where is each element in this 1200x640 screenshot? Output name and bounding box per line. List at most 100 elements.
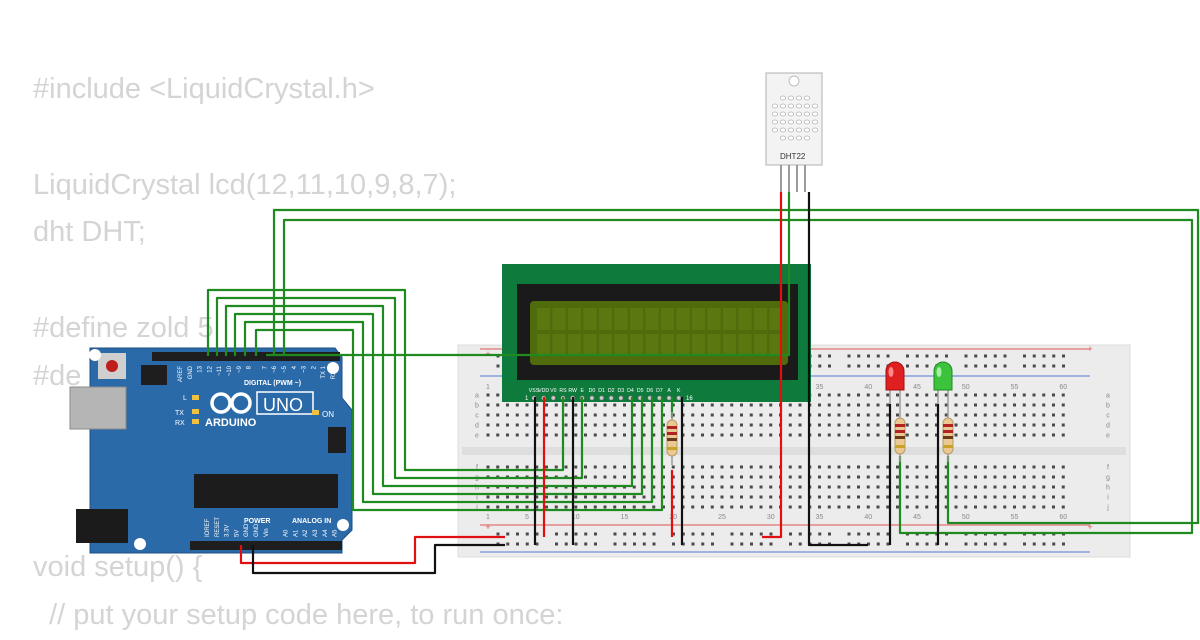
breadboard-hole xyxy=(1022,423,1026,427)
breadboard-hole xyxy=(935,465,938,469)
breadboard-hole xyxy=(769,413,773,417)
breadboard-hole xyxy=(964,485,968,489)
tx-label: TX xyxy=(175,410,184,417)
rail-hole xyxy=(691,532,695,536)
dht22-vent xyxy=(780,95,787,101)
breadboard-hole xyxy=(974,413,977,417)
lcd-pin-label: E xyxy=(581,388,585,394)
lcd-pin-label: D3 xyxy=(618,388,625,394)
rail-hole xyxy=(1062,364,1065,368)
breadboard-hole xyxy=(983,423,987,427)
rail-hole xyxy=(906,364,909,368)
rail-hole xyxy=(847,364,851,368)
lcd-pin-label: V0 xyxy=(550,388,556,394)
breadboard-hole xyxy=(886,433,890,437)
breadboard-hole xyxy=(701,475,704,479)
breadboard-hole xyxy=(545,465,548,469)
resistor-green-band-2 xyxy=(943,430,953,433)
breadboard-hole xyxy=(974,495,977,499)
breadboard-hole xyxy=(759,433,763,437)
breadboard-hole xyxy=(506,433,509,437)
breadboard-hole xyxy=(847,433,851,437)
breadboard-hole xyxy=(798,505,802,509)
breadboard-hole xyxy=(623,403,626,407)
breadboard-hole xyxy=(642,465,646,469)
breadboard-hole xyxy=(954,403,958,407)
rail-hole xyxy=(730,542,734,546)
rail-plus-label: + xyxy=(1087,522,1092,532)
breadboard-hole xyxy=(613,433,617,437)
led-green-glint xyxy=(936,367,942,377)
breadboard-hole xyxy=(964,495,968,499)
breadboard-hole xyxy=(896,495,899,499)
breadboard-hole xyxy=(710,423,714,427)
digital-pin-label: ~3 xyxy=(302,365,308,373)
breadboard-hole xyxy=(1013,505,1016,509)
lcd-pin-label: D0 xyxy=(589,388,596,394)
breadboard-hole xyxy=(915,393,919,397)
breadboard-hole xyxy=(983,485,987,489)
breadboard-hole xyxy=(642,485,646,489)
rail-hole xyxy=(828,532,831,536)
breadboard-hole xyxy=(837,433,841,437)
breadboard-hole xyxy=(847,505,851,509)
rail-hole xyxy=(506,532,510,536)
resistor-red-band-2 xyxy=(895,430,905,433)
rail-hole xyxy=(584,542,588,546)
breadboard-hole xyxy=(1042,393,1046,397)
lcd-cell xyxy=(552,334,566,356)
breadboard-hole xyxy=(837,403,841,407)
breadboard-hole xyxy=(769,465,773,469)
rail-hole xyxy=(798,542,802,546)
breadboard-hole xyxy=(827,485,831,489)
breadboard-hole xyxy=(1042,495,1046,499)
rail-hole xyxy=(1042,354,1046,358)
lcd-pin-label: K xyxy=(677,388,681,394)
wire-pin9-d5 xyxy=(233,312,644,496)
led-red[interactable] xyxy=(885,361,905,404)
lcd-cell xyxy=(583,308,597,330)
rail-hole xyxy=(1052,542,1056,546)
breadboard-hole xyxy=(525,433,529,437)
breadboard-hole xyxy=(720,403,724,407)
breadboard-hole xyxy=(769,475,773,479)
breadboard-hole xyxy=(1042,475,1046,479)
dht22-vent xyxy=(804,95,811,101)
rail-hole xyxy=(516,532,519,536)
rail-hole xyxy=(915,354,919,358)
led-green[interactable] xyxy=(933,361,953,404)
digital-pin-label: 2 xyxy=(311,365,317,369)
breadboard-hole xyxy=(847,423,851,427)
breadboard-hole xyxy=(974,403,977,407)
breadboard-hole xyxy=(798,413,802,417)
breadboard-hole xyxy=(886,505,890,509)
column-number-top: 40 xyxy=(864,384,872,391)
breadboard-hole xyxy=(915,485,919,489)
row-letter-right: e xyxy=(1106,433,1110,440)
rail-hole xyxy=(993,364,997,368)
breadboard-hole xyxy=(603,413,607,417)
lcd-pin-label: D4 xyxy=(627,388,634,394)
rail-hole xyxy=(925,354,929,358)
breadboard-hole xyxy=(574,505,578,509)
breadboard-hole xyxy=(710,485,714,489)
reset-button[interactable] xyxy=(106,360,118,372)
breadboard-hole xyxy=(545,413,548,417)
breadboard-hole xyxy=(642,433,646,437)
breadboard-hole xyxy=(788,505,792,509)
digital-pin-label: 7 xyxy=(262,365,268,369)
breadboard-hole xyxy=(925,433,929,437)
breadboard-hole xyxy=(740,433,743,437)
rail-hole xyxy=(886,354,890,358)
breadboard-hole xyxy=(1032,465,1036,469)
row-letter-right: a xyxy=(1106,393,1110,400)
lcd-cell xyxy=(723,334,736,356)
rx-label: RX xyxy=(175,420,185,427)
breadboard-hole xyxy=(496,433,500,437)
breadboard-hole xyxy=(632,413,636,417)
power-pin-label: GND xyxy=(244,523,250,537)
rail-plus-label: + xyxy=(1087,344,1092,354)
breadboard-hole xyxy=(486,465,490,469)
breadboard-hole xyxy=(876,433,880,437)
breadboard-hole xyxy=(798,423,802,427)
